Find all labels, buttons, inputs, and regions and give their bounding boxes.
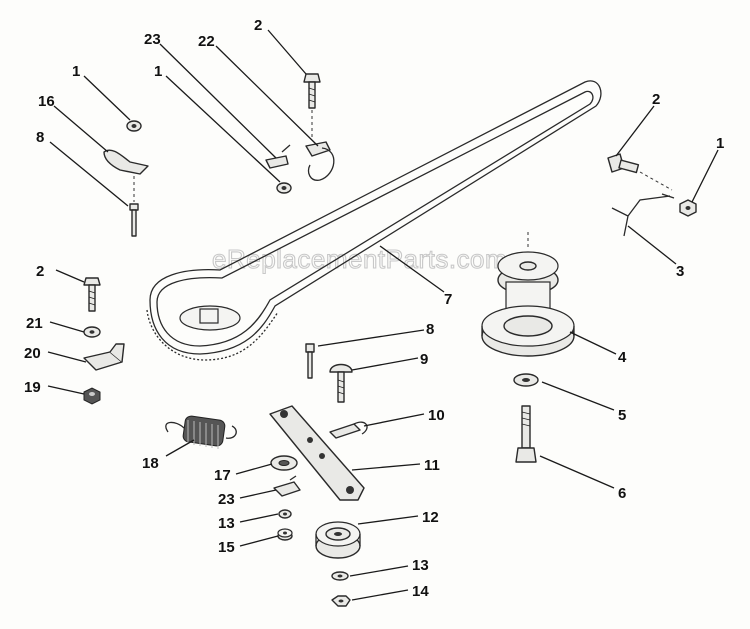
- nut-part-1-right: [679, 199, 697, 217]
- bolt-part-2-right: [607, 153, 673, 191]
- hook-bracket-part-22: [305, 141, 335, 181]
- nut-part-1-left: [126, 120, 142, 132]
- bracket-part-23-top: [265, 144, 291, 169]
- callout-18: 18: [142, 455, 159, 472]
- bracket-part-20: [83, 343, 125, 371]
- callout-3: 3: [676, 263, 684, 280]
- callout-13-bottom: 13: [412, 557, 429, 574]
- spring-part-18: [165, 415, 237, 449]
- leader-lines: [47, 29, 719, 601]
- callout-19: 19: [24, 379, 41, 396]
- bolt-part-8-left: [129, 176, 139, 237]
- double-pulley-part-4: [481, 232, 575, 357]
- washer-part-13-bottom: [331, 571, 349, 581]
- callout-numbers: 1 16 8 23 22 1 2 2 1 3 7 4 5 6 2 21 20 1…: [24, 17, 724, 600]
- callout-13-left: 13: [218, 515, 235, 532]
- callout-4: 4: [618, 349, 627, 366]
- nut-part-1-center: [276, 182, 292, 194]
- bracket-part-23-bottom: [273, 475, 301, 497]
- washer-part-13-left: [278, 509, 292, 519]
- callout-10: 10: [428, 407, 445, 424]
- bracket-part-16: [103, 149, 149, 175]
- bolt-part-8-center: [305, 343, 315, 379]
- callout-14: 14: [412, 583, 429, 600]
- bolt-part-6: [515, 405, 537, 463]
- idler-arm-part-11: [269, 405, 365, 501]
- nut-part-19: [83, 387, 101, 405]
- callout-17: 17: [214, 467, 231, 484]
- callout-1-center: 1: [154, 63, 162, 80]
- drive-belt: [146, 80, 602, 361]
- callout-2-left: 2: [36, 263, 44, 280]
- callout-8-left: 8: [36, 129, 44, 146]
- callout-5: 5: [618, 407, 626, 424]
- carriage-bolt-part-9: [329, 363, 353, 403]
- washer-part-5: [513, 373, 539, 387]
- watermark-text: eReplacementParts.com: [212, 244, 507, 274]
- callout-20: 20: [24, 345, 41, 362]
- callout-6: 6: [618, 485, 626, 502]
- callout-8-center: 8: [426, 321, 434, 338]
- callout-7: 7: [444, 291, 452, 308]
- callout-23-top: 23: [144, 31, 161, 48]
- callout-2-right: 2: [652, 91, 660, 108]
- idler-pulley-part-12: [315, 521, 361, 559]
- clip-part-10: [329, 421, 368, 439]
- bolt-part-2-left: [83, 277, 101, 312]
- callout-16: 16: [38, 93, 55, 110]
- callout-9: 9: [420, 351, 428, 368]
- nut-part-14: [331, 595, 351, 607]
- bolt-part-2-top: [303, 73, 321, 140]
- callout-22: 22: [198, 33, 215, 50]
- callout-12: 12: [422, 509, 439, 526]
- callout-11: 11: [424, 457, 440, 474]
- callout-23-bottom: 23: [218, 491, 235, 508]
- callout-2-top: 2: [254, 17, 262, 34]
- bent-rod-part-3: [611, 193, 675, 237]
- washer-part-17: [270, 455, 298, 471]
- callout-1-left: 1: [72, 63, 80, 80]
- washer-part-21: [83, 326, 101, 338]
- callout-21: 21: [26, 315, 43, 332]
- callout-15: 15: [218, 539, 235, 556]
- callout-1-right: 1: [716, 135, 724, 152]
- spacer-part-15: [277, 528, 293, 541]
